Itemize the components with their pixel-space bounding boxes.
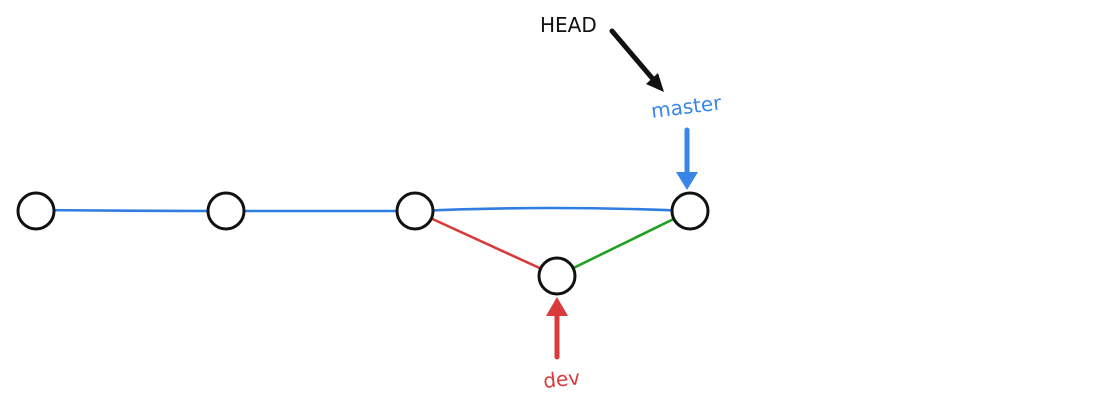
head-arrowhead [646, 73, 664, 92]
commit-node-3 [395, 191, 435, 231]
master-edge-1 [34, 208, 228, 213]
commit-node-dev [537, 256, 577, 296]
head-label: HEAD [540, 13, 597, 37]
head-arrow [609, 28, 661, 88]
commit-node-2 [206, 191, 246, 231]
master-edge-3 [413, 206, 692, 213]
commit-node-merge [670, 191, 710, 231]
dev-label: dev [542, 365, 581, 393]
master-label: master [650, 90, 724, 123]
master-arrowhead [676, 172, 698, 190]
dev-arrowhead [546, 297, 568, 316]
merge-edge [555, 209, 692, 278]
dev-edge [413, 209, 559, 278]
commit-node-1 [16, 191, 56, 231]
